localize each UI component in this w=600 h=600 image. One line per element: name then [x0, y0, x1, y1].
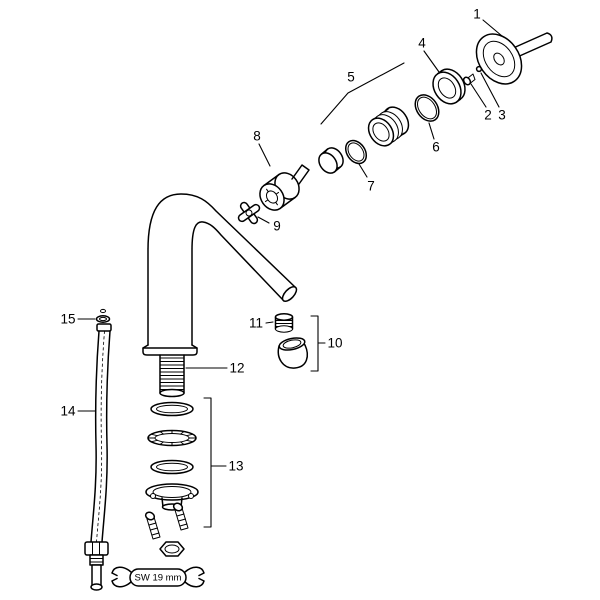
part-label-8: 8: [253, 129, 261, 144]
part-13-washer-stack: [145, 401, 199, 511]
cartridge-nut: [318, 147, 344, 174]
part-label-14: 14: [60, 404, 76, 419]
cartridge-sleeve: [367, 106, 410, 147]
part-4-cap: [432, 68, 466, 105]
part-11-aerator-insert: [274, 313, 294, 333]
part-9-cross-cover: [237, 201, 261, 225]
leader-line-8: [258, 143, 271, 167]
leader-line-6: [428, 122, 435, 140]
part-12-shank: [159, 354, 185, 398]
part-label-6: 6: [432, 140, 440, 155]
serration-ticks: [147, 430, 197, 446]
part-label-7: 7: [367, 179, 375, 194]
fixing-screw-right: [172, 502, 189, 531]
bracket-13: [203, 397, 227, 528]
leader-line-3: [480, 72, 500, 108]
faucet-body: [142, 193, 298, 356]
hex-nut: [159, 541, 185, 557]
part-label-5: 5: [347, 70, 355, 85]
leader-line-7: [358, 163, 368, 178]
part-8-cartridge: [259, 164, 310, 211]
part-label-15: 15: [60, 312, 75, 327]
part-7-o-ring: [344, 139, 368, 165]
bracket-10: [310, 315, 326, 372]
part-label-13: 13: [228, 459, 243, 474]
part-15-gasket: [95, 308, 111, 323]
leader-line-9: [257, 216, 270, 224]
leader-line-11: [265, 321, 274, 324]
part-10-aerator-housing: [277, 337, 308, 369]
part-1-handle: [475, 32, 553, 85]
fixing-screw-left: [144, 511, 161, 540]
part-14-hose: [84, 323, 112, 591]
part-label-11: 11: [249, 316, 263, 331]
leader-line-4: [423, 50, 440, 73]
part-label-12: 12: [229, 361, 244, 376]
wrench-icon: SW 19 mm: [111, 566, 205, 588]
part-6-o-ring: [414, 94, 440, 122]
part-label-4: 4: [418, 36, 426, 51]
part-label-1: 1: [473, 7, 481, 22]
wrench-size-label: SW 19 mm: [135, 573, 182, 584]
leader-line-2: [470, 83, 487, 108]
part-2-grub-screw: [462, 73, 476, 86]
part-label-9: 9: [273, 219, 281, 234]
part-label-2: 2: [484, 108, 492, 123]
part-label-10: 10: [327, 336, 342, 351]
bracket-5: [320, 62, 405, 125]
leader-line-1: [482, 19, 503, 37]
part-label-3: 3: [498, 108, 506, 123]
